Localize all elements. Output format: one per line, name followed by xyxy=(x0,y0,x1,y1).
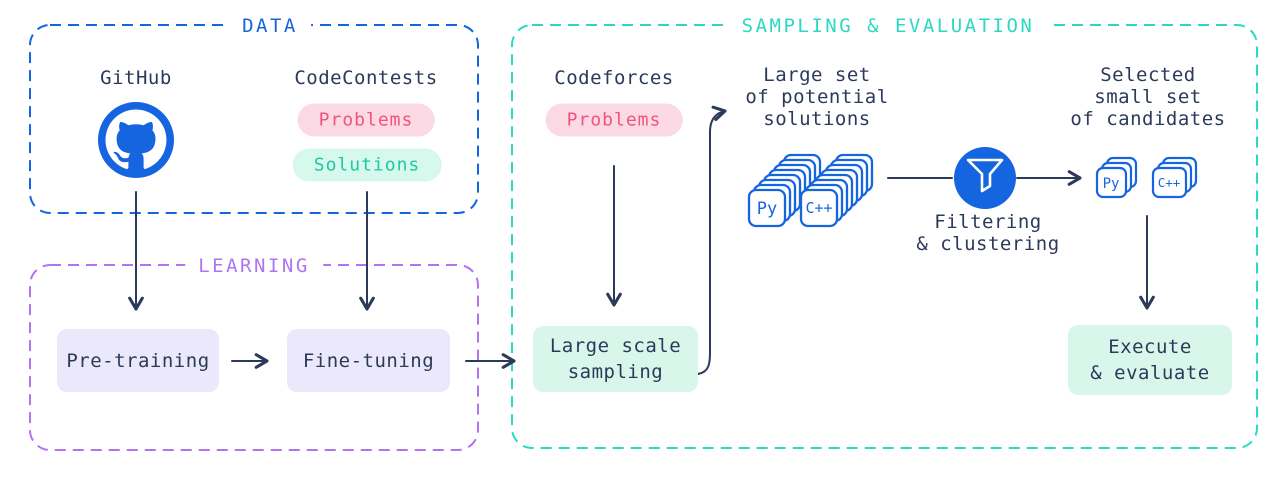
codeforces-problems-badge: Problems xyxy=(545,103,683,137)
github-octocat-icon xyxy=(98,102,174,178)
large-scale-sampling-line2: sampling xyxy=(567,361,664,383)
funnel-icon xyxy=(954,147,1016,209)
cpp-card-label: C++ xyxy=(1158,175,1181,190)
filtering-line1: Filtering xyxy=(934,211,1042,233)
py-card-label: Py xyxy=(757,199,777,219)
sampling-section-title: SAMPLING & EVALUATION xyxy=(728,15,1048,37)
pretraining-box: Pre-training xyxy=(57,329,219,392)
selected-small-set-of-candidates-label: Selected small set of candidates xyxy=(1070,64,1225,130)
large-set-line3: solutions xyxy=(763,108,871,130)
small-cpp-candidates-stack: C++ xyxy=(1151,156,1198,199)
pretraining-label: Pre-training xyxy=(66,349,210,372)
arrow-sampling-to-solutions xyxy=(697,105,727,375)
codecontests-solutions-badge: Solutions xyxy=(292,148,442,182)
py-card-label: Py xyxy=(1103,176,1120,192)
selected-set-line1: Selected xyxy=(1100,64,1196,86)
data-section-title: DATA xyxy=(229,15,311,37)
large-set-line1: Large set xyxy=(763,64,871,86)
large-cpp-solutions-stack: C++ xyxy=(799,153,874,228)
small-python-candidates-stack: Py xyxy=(1095,156,1138,199)
execute-evaluate-line2: & evaluate xyxy=(1090,362,1210,384)
large-scale-sampling-box: Large scale sampling xyxy=(533,326,698,392)
filtering-clustering-label: Filtering & clustering xyxy=(916,211,1059,255)
large-set-of-potential-solutions-label: Large set of potential solutions xyxy=(745,64,888,130)
execute-evaluate-line1: Execute xyxy=(1108,336,1192,358)
flow-arrows xyxy=(128,105,1155,375)
github-label: GitHub xyxy=(100,67,172,89)
finetuning-box: Fine-tuning xyxy=(287,329,450,392)
large-python-solutions-stack: Py xyxy=(747,153,822,228)
codecontests-problems-badge: Problems xyxy=(297,103,435,137)
selected-set-line2: small set xyxy=(1094,86,1202,108)
large-scale-sampling-line1: Large scale xyxy=(549,335,682,357)
learning-section-title: LEARNING xyxy=(185,255,323,277)
selected-set-line3: of candidates xyxy=(1070,108,1226,130)
codeforces-label: Codeforces xyxy=(554,67,674,89)
large-set-line2: of potential xyxy=(745,86,889,108)
codecontests-label: CodeContests xyxy=(294,67,438,89)
finetuning-label: Fine-tuning xyxy=(302,349,435,372)
filtering-line2: & clustering xyxy=(916,233,1060,255)
execute-evaluate-box: Execute & evaluate xyxy=(1068,325,1232,395)
cpp-card-label: C++ xyxy=(805,199,832,217)
